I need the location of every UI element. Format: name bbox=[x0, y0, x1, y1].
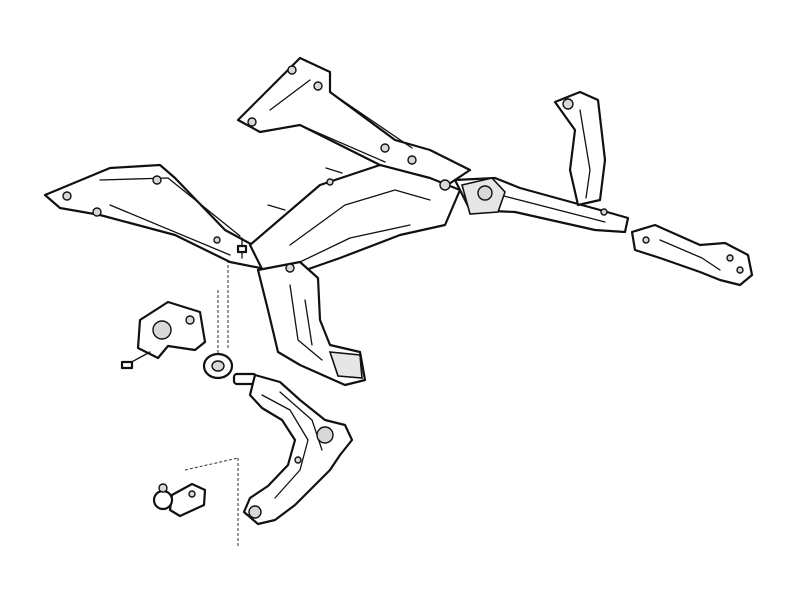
control-arm-icon bbox=[232, 372, 354, 526]
bushing-icon bbox=[202, 352, 234, 380]
bushing-bracket-icon bbox=[120, 300, 207, 370]
rear-mount-bracket-icon bbox=[630, 223, 754, 287]
bolt-icon bbox=[236, 167, 343, 259]
ball-joint-icon bbox=[152, 482, 207, 518]
subframe-crossmember bbox=[43, 56, 630, 387]
mounting-holes bbox=[62, 65, 608, 273]
